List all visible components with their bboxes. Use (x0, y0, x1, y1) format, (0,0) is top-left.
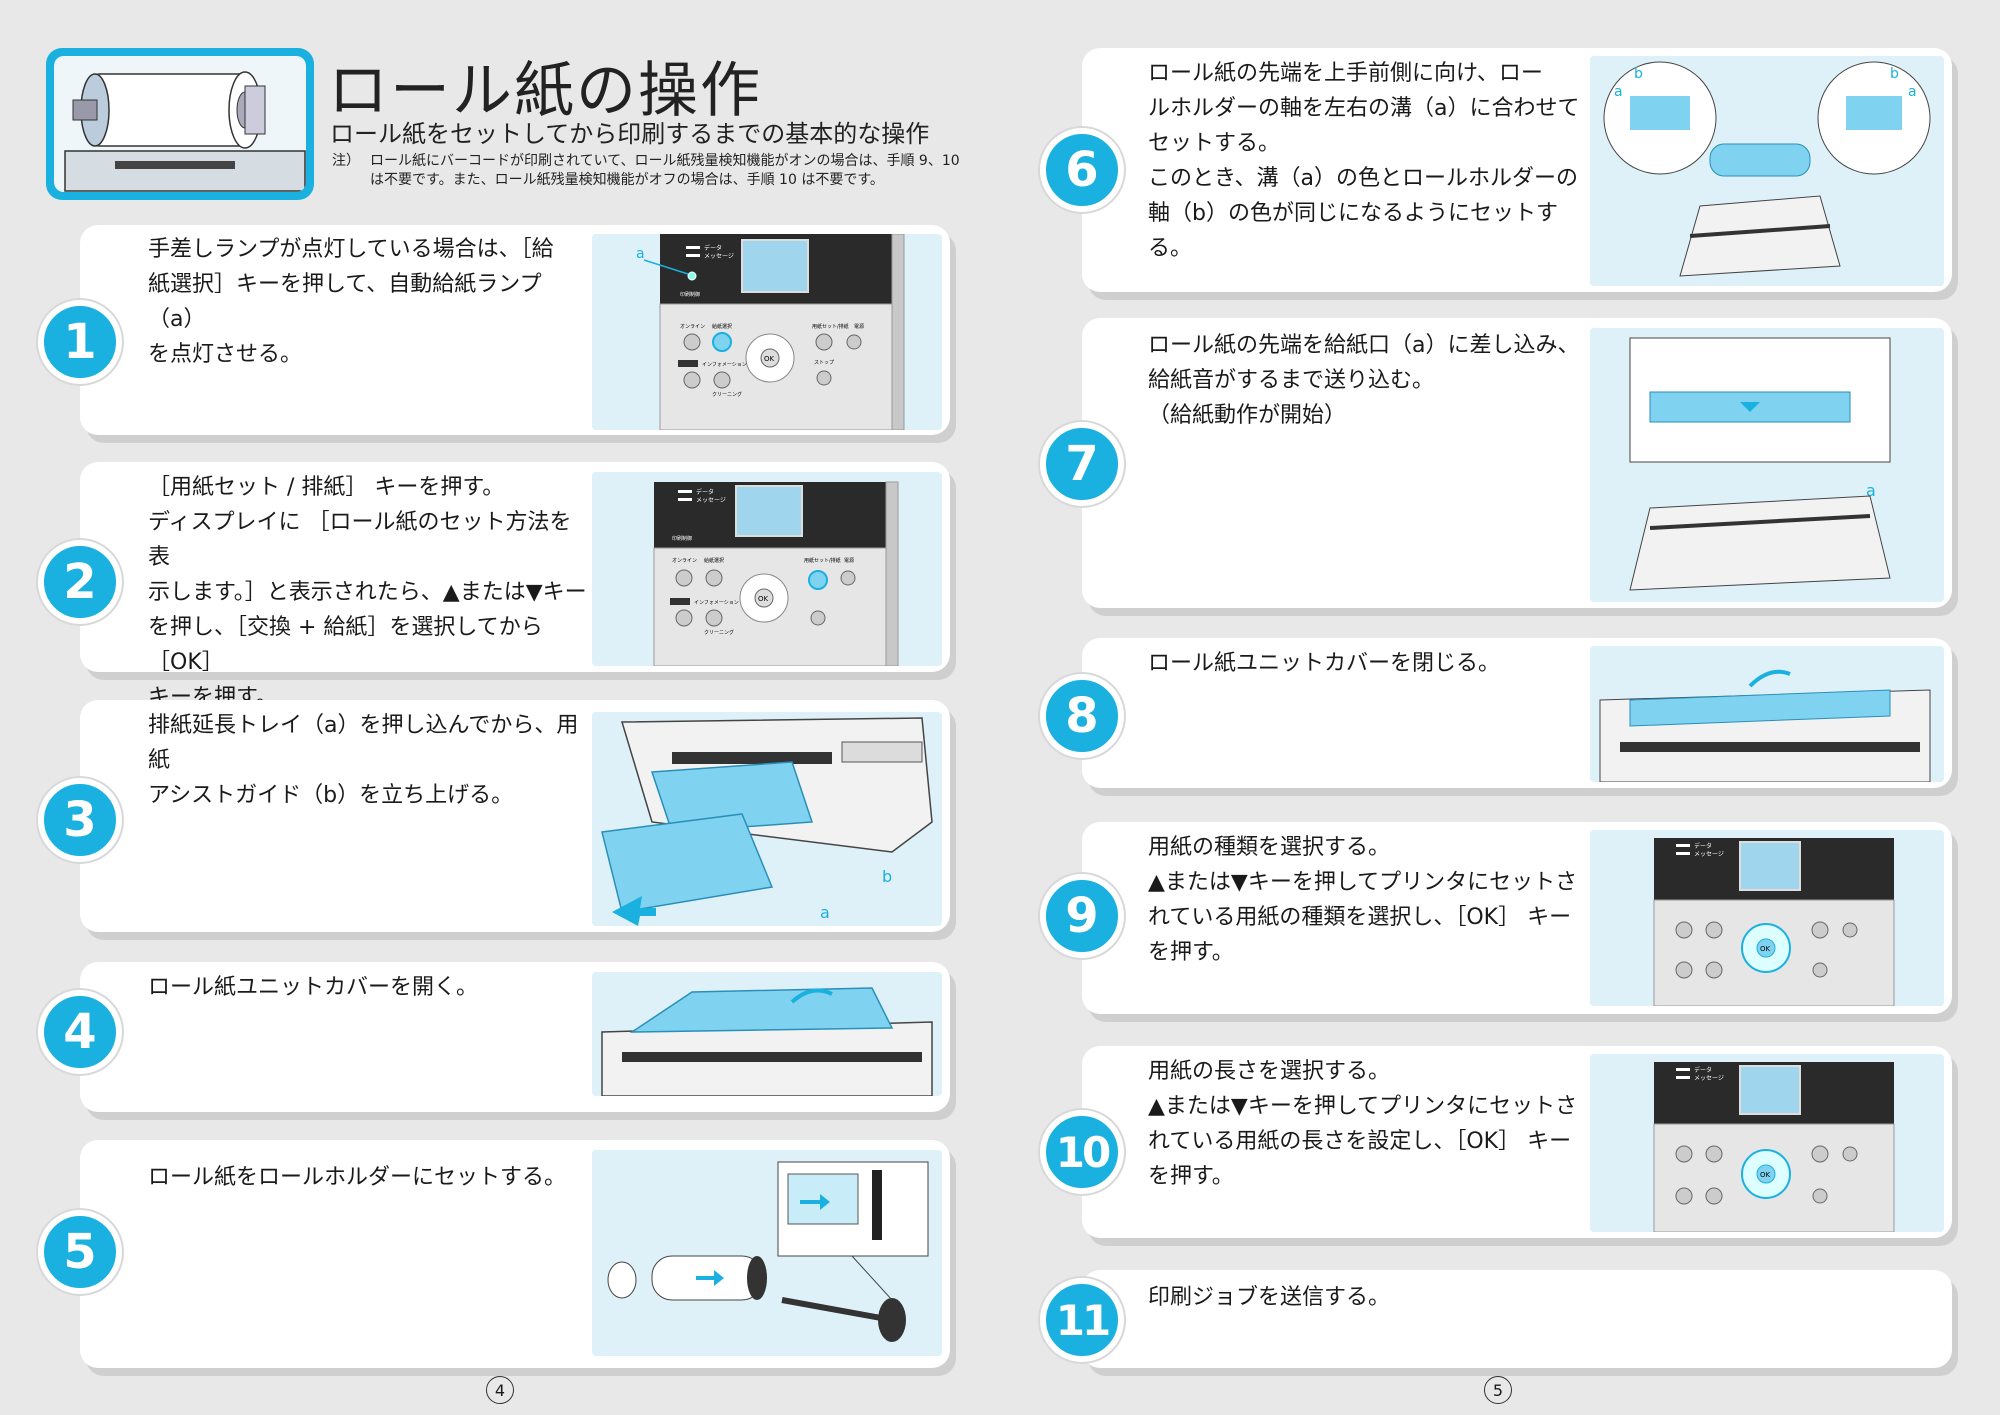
svg-text:用紙セット/排紙: 用紙セット/排紙 (804, 557, 841, 564)
step-number-2: 2 (38, 540, 122, 624)
svg-text:OK: OK (1760, 1171, 1771, 1179)
step-text-6: ロール紙の先端を上手前側に向け、ロールホルダーの軸を左右の溝（a）に合わせてセッ… (1148, 61, 1580, 261)
svg-text:給紙選択: 給紙選択 (712, 323, 732, 330)
svg-text:メッセージ: メッセージ (1694, 851, 1724, 858)
page-number-right: 5 (1484, 1376, 1512, 1404)
control-panel-illustration-1: データ メッセージ a 印刷制御 オンライン 給紙選択 OK 用紙セット/排紙 … (592, 234, 942, 430)
svg-text:b: b (1890, 66, 1899, 82)
step-number-5: 5 (38, 1210, 122, 1294)
header-roll-illustration (46, 48, 314, 200)
svg-text:b: b (1634, 66, 1643, 82)
svg-text:b: b (882, 867, 892, 886)
page-subtitle: ロール紙をセットしてから印刷するまでの基本的な操作 (330, 120, 930, 148)
roll-holder-illustration (592, 1150, 942, 1356)
svg-text:用紙セット/排紙: 用紙セット/排紙 (812, 323, 849, 330)
step-number-4: 4 (38, 990, 122, 1074)
svg-text:データ: データ (1694, 1066, 1712, 1074)
svg-text:データ: データ (704, 244, 722, 252)
svg-text:a: a (1908, 84, 1917, 100)
svg-text:オンライン: オンライン (680, 324, 705, 330)
svg-text:インフォメーション: インフォメーション (694, 600, 739, 606)
page-title: ロール紙の操作 (328, 56, 762, 126)
step-text-2: ［用紙セット / 排紙］ キーを押す。ディスプレイに ［ロール紙のセット方法を表… (148, 475, 587, 710)
svg-text:メッセージ: メッセージ (696, 497, 726, 504)
step-number-7: 7 (1040, 422, 1124, 506)
svg-text:ストップ: ストップ (814, 360, 834, 366)
svg-text:a: a (1866, 481, 1876, 500)
output-tray-illustration: b a (592, 712, 942, 926)
svg-text:電源: 電源 (854, 323, 864, 330)
step-text-7: ロール紙の先端を給紙口（a）に差し込み、給紙音がするまで送り込む。（給紙動作が開… (1148, 333, 1580, 428)
svg-text:a: a (820, 903, 830, 922)
roll-set-illustration: b a b a (1590, 56, 1944, 286)
page-number-left: 4 (486, 1376, 514, 1404)
step-number-8: 8 (1040, 674, 1124, 758)
close-cover-illustration (1590, 646, 1944, 782)
step-text-1: 手差しランプが点灯している場合は、［給紙選択］キーを押して、自動給紙ランプ（a）… (148, 237, 554, 367)
step-number-9: 9 (1040, 874, 1124, 958)
step-number-1: 1 (38, 300, 122, 384)
svg-text:OK: OK (1760, 945, 1771, 953)
header-note: 注） ロール紙にバーコードが印刷されていて、ロール紙残量検知機能がオンの場合は、… (332, 152, 962, 190)
step-text-8: ロール紙ユニットカバーを閉じる。 (1148, 651, 1501, 676)
svg-text:a: a (1614, 84, 1623, 100)
step-card-11 (1082, 1270, 1952, 1368)
step-number-10: 10 (1040, 1110, 1124, 1194)
step-number-6: 6 (1040, 128, 1124, 212)
feed-roll-illustration: a (1590, 328, 1944, 602)
open-cover-illustration (592, 972, 942, 1096)
step-text-9: 用紙の種類を選択する。▲または▼キーを押してプリンタにセットされている用紙の種類… (1148, 835, 1578, 965)
svg-text:データ: データ (1694, 842, 1712, 850)
svg-text:メッセージ: メッセージ (1694, 1075, 1724, 1082)
svg-text:OK: OK (758, 595, 769, 603)
note-label: 注） (332, 153, 360, 169)
step-number-11: 11 (1040, 1278, 1124, 1362)
step-text-11: 印刷ジョブを送信する。 (1148, 1285, 1391, 1310)
svg-text:電源: 電源 (844, 557, 854, 564)
svg-text:クリーニング: クリーニング (704, 629, 734, 636)
step-text-5: ロール紙をロールホルダーにセットする。 (148, 1165, 567, 1190)
control-panel-illustration-2: データ メッセージ 印刷制御 オンライン 給紙選択 OK 用紙セット/排紙 電源… (592, 472, 942, 666)
svg-text:データ: データ (696, 488, 714, 496)
step-text-4: ロール紙ユニットカバーを開く。 (148, 975, 479, 1000)
svg-text:OK: OK (764, 355, 775, 363)
control-panel-illustration-10: データ メッセージ OK (1590, 1054, 1944, 1232)
control-panel-illustration-9: データ メッセージ OK (1590, 830, 1944, 1006)
svg-text:a: a (636, 246, 645, 262)
svg-text:給紙選択: 給紙選択 (704, 557, 724, 564)
svg-text:印刷制御: 印刷制御 (672, 535, 692, 542)
svg-text:クリーニング: クリーニング (712, 391, 742, 398)
step-number-3: 3 (38, 778, 122, 862)
svg-text:オンライン: オンライン (672, 558, 697, 564)
svg-text:印刷制御: 印刷制御 (680, 291, 700, 298)
step-text-10: 用紙の長さを選択する。▲または▼キーを押してプリンタにセットされている用紙の長さ… (1148, 1059, 1578, 1189)
step-text-3: 排紙延長トレイ（a）を押し込んでから、用紙アシストガイド（b）を立ち上げる。 (148, 713, 579, 808)
svg-text:インフォメーション: インフォメーション (702, 362, 747, 368)
svg-text:メッセージ: メッセージ (704, 253, 734, 260)
note-text: ロール紙にバーコードが印刷されていて、ロール紙残量検知機能がオンの場合は、手順 … (370, 153, 960, 188)
